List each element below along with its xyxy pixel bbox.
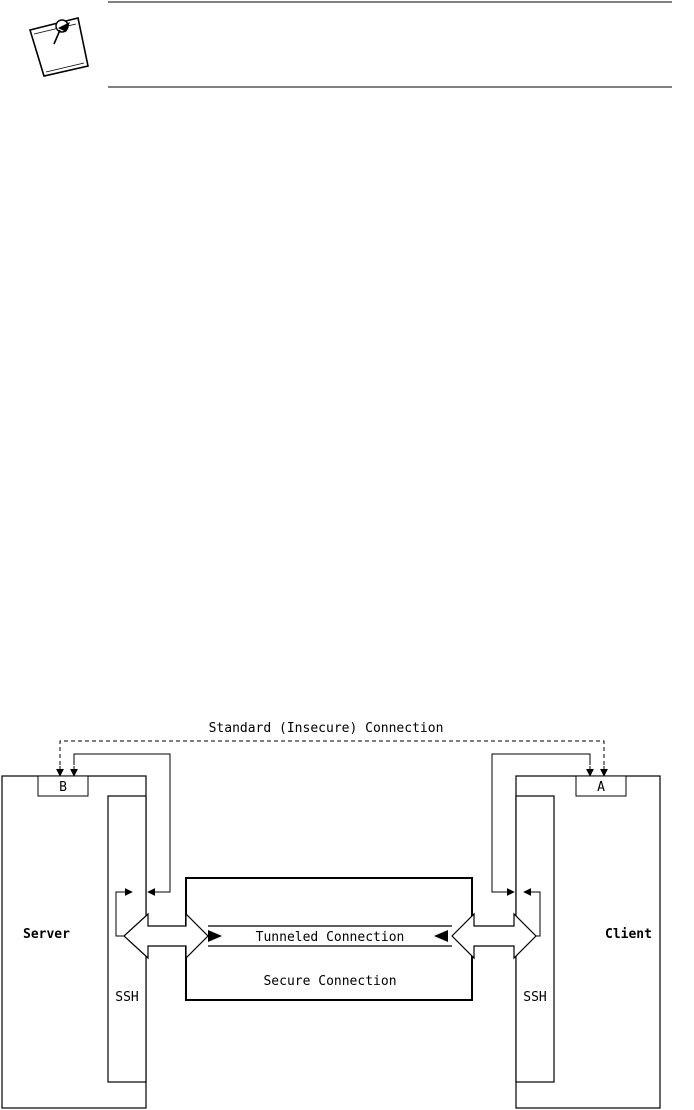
server-port-box: [37, 775, 89, 797]
secure-label: Secure Connection: [263, 974, 396, 989]
server-ssh-label: SSH: [115, 990, 138, 1005]
tunnel-arrow-right: [434, 930, 448, 942]
client-port-box: [575, 775, 627, 797]
note-graphics: [28, 1, 672, 88]
server-title: Server: [23, 927, 70, 942]
tunnel-arrow-left: [208, 930, 222, 942]
client-port-label: A: [597, 780, 605, 795]
client-tunnel-arrow: [451, 912, 537, 960]
standard-connection-label: Standard (Insecure) Connection: [209, 721, 444, 736]
tunnel-label: Tunneled Connection: [256, 930, 405, 945]
insecure-connection-line: [59, 740, 605, 765]
secure-connection-box: [185, 877, 473, 1001]
note-block: [0, 0, 694, 95]
server-port-label: B: [59, 780, 67, 795]
client-ssh-label: SSH: [523, 990, 546, 1005]
server-forward-line: [73, 753, 171, 893]
client-forward-line: [491, 753, 591, 893]
pushpin-note-icon: [28, 17, 89, 77]
client-title: Client: [605, 927, 652, 942]
